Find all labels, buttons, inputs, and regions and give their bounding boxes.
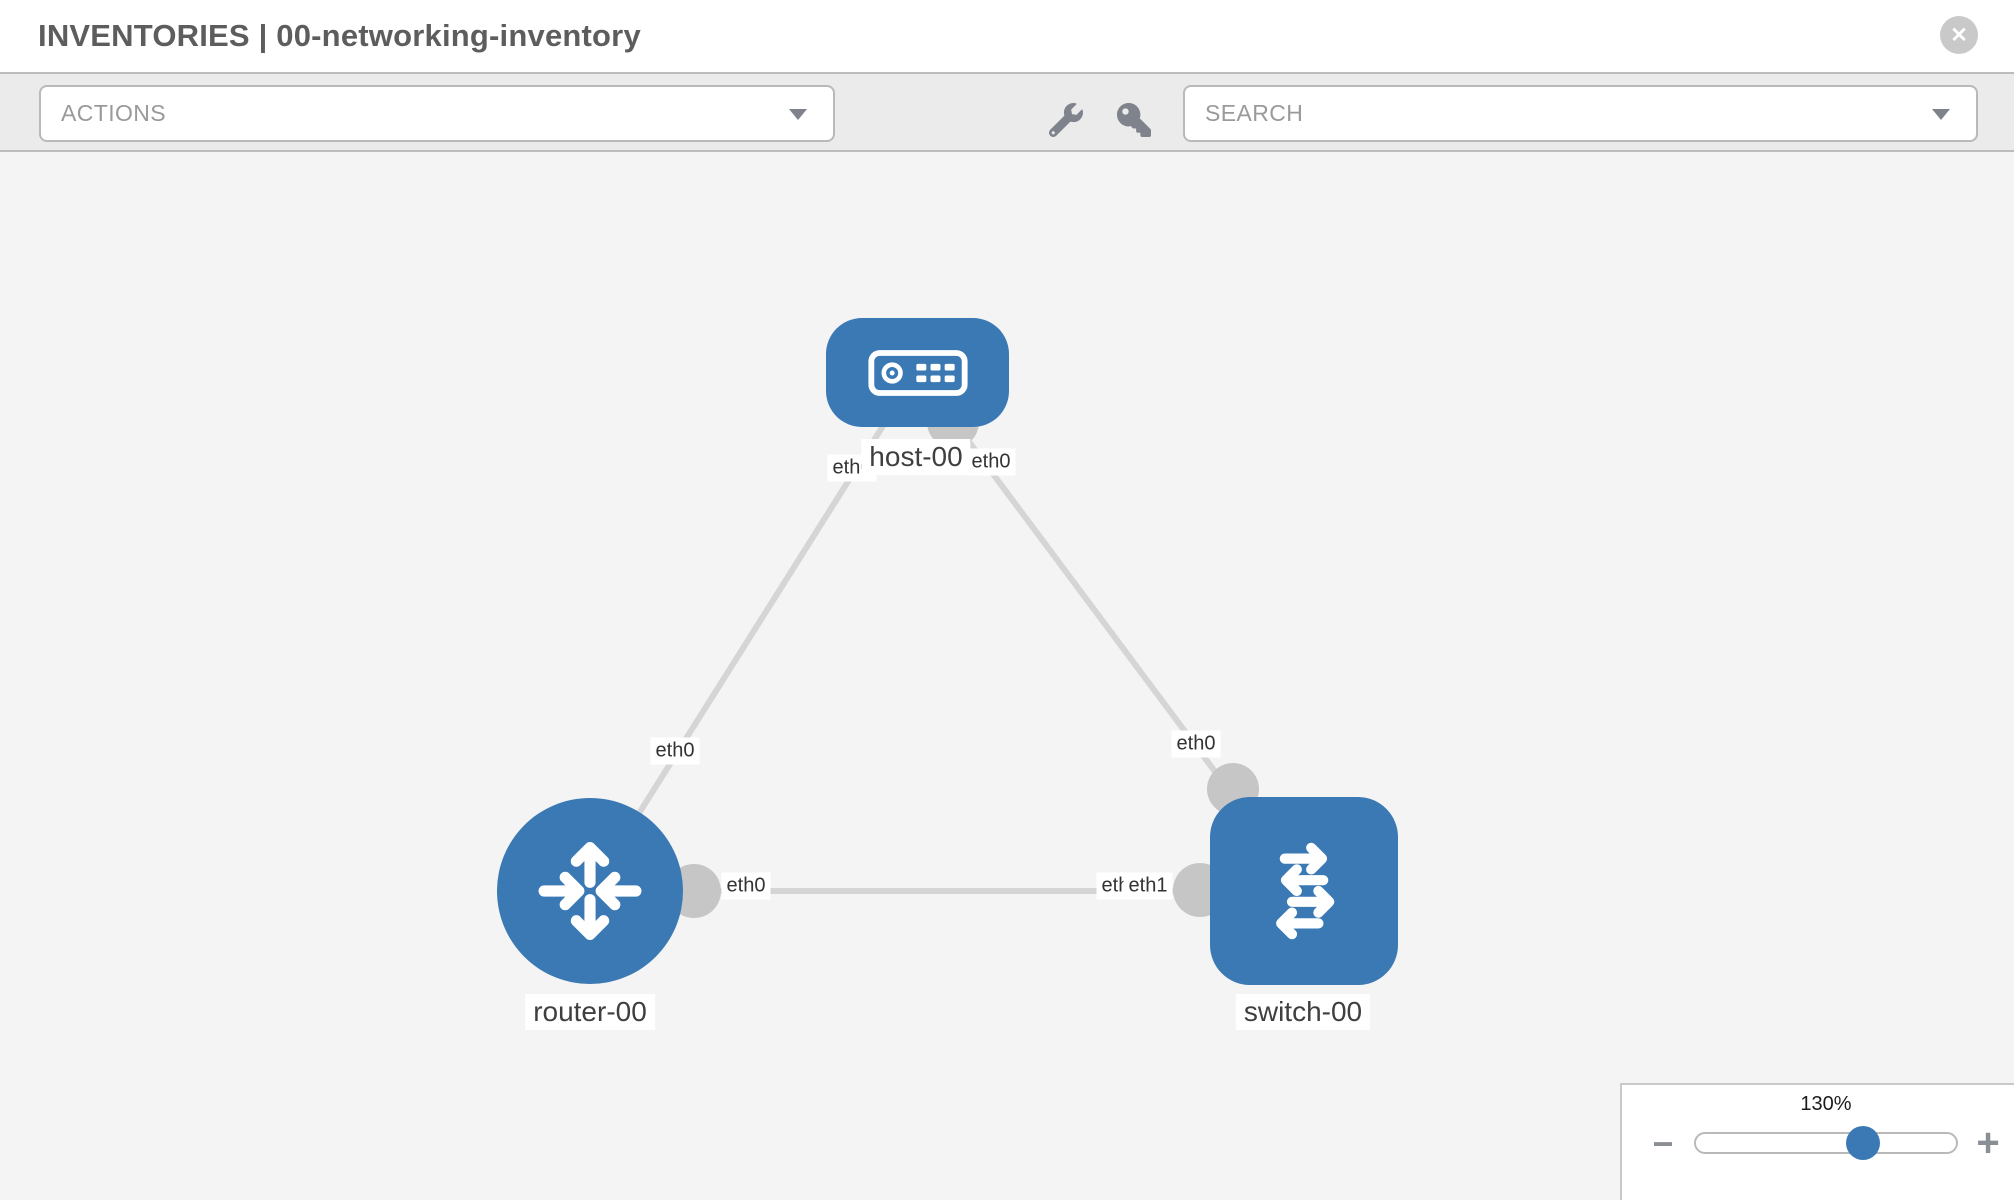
- zoom-slider-handle[interactable]: [1846, 1126, 1880, 1160]
- search-dropdown[interactable]: SEARCH: [1183, 85, 1978, 142]
- node-switch-00[interactable]: [1210, 797, 1398, 985]
- interface-label: eth1: [1123, 872, 1173, 900]
- configure-button[interactable]: [1048, 102, 1084, 138]
- chevron-down-icon: [789, 108, 807, 120]
- topology-links: [587, 370, 1307, 894]
- actions-dropdown[interactable]: ACTIONS: [39, 85, 835, 142]
- toolbar: ACTIONS SEARCH: [0, 72, 2014, 152]
- interface-label: eth0: [650, 737, 700, 765]
- actions-dropdown-label: ACTIONS: [61, 100, 167, 126]
- header: INVENTORIES | 00-networking-inventory ✕: [0, 0, 2014, 72]
- switch-arrows-icon: [1276, 842, 1335, 940]
- zoom-percent: 130%: [1800, 1093, 1852, 1115]
- interface-label: eth0: [1171, 730, 1221, 758]
- topology-canvas[interactable]: host-00 router-00 switch-00 eth0 eth0 et…: [0, 152, 2014, 1200]
- interface-label: eth0: [721, 872, 771, 900]
- key-icon: [1117, 103, 1151, 137]
- zoom-out-button[interactable]: −: [1652, 1123, 1674, 1164]
- node-host-00[interactable]: [826, 318, 1009, 427]
- interface-label: eth0: [966, 448, 1016, 476]
- zoom-in-button[interactable]: +: [1976, 1121, 2000, 1165]
- close-icon: ✕: [1950, 23, 1968, 47]
- node-router-00[interactable]: [497, 798, 683, 984]
- zoom-panel: 130% − +: [1620, 1083, 2014, 1200]
- wrench-icon: [1049, 103, 1083, 137]
- node-label-switch: switch-00: [1235, 994, 1371, 1030]
- node-label-router: router-00: [525, 994, 655, 1030]
- chevron-down-icon: [1932, 108, 1950, 120]
- server-icon: [867, 349, 968, 396]
- search-placeholder: SEARCH: [1205, 100, 1304, 126]
- credentials-button[interactable]: [1116, 102, 1152, 138]
- zoom-slider[interactable]: [1694, 1126, 1958, 1160]
- page-title: INVENTORIES | 00-networking-inventory: [38, 18, 641, 53]
- close-button[interactable]: ✕: [1940, 16, 1978, 54]
- node-label-host: host-00: [861, 439, 971, 475]
- router-arrows-icon: [538, 842, 642, 940]
